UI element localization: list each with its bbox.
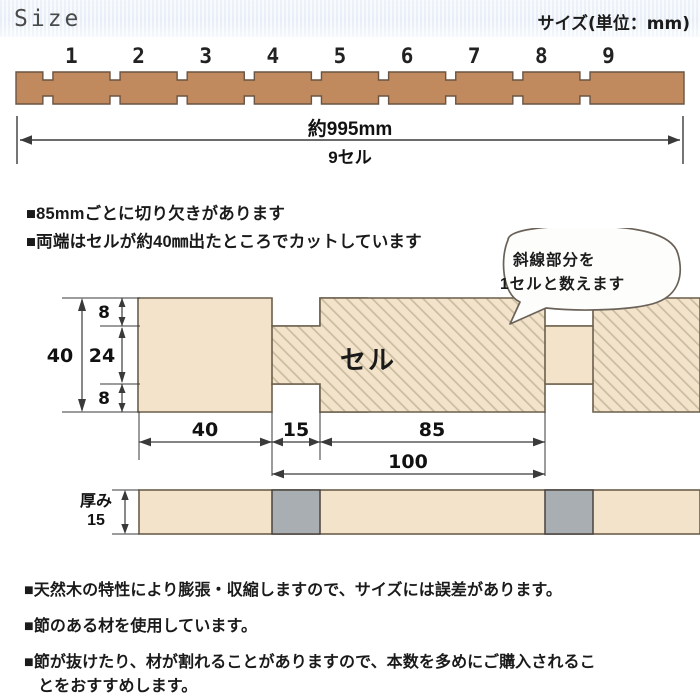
cell-number-2: 2 xyxy=(132,44,145,68)
plank-illustration xyxy=(15,71,685,105)
dim-total-height: 40 xyxy=(47,345,73,367)
note-bottom-2: ■節のある材を使用しています。 xyxy=(24,618,258,635)
page-title: Size xyxy=(14,6,82,32)
plank-shape xyxy=(15,71,685,105)
cell-area-label: セル xyxy=(340,345,397,375)
dim-total-pitch: 100 xyxy=(388,451,428,473)
cell-number-7: 7 xyxy=(467,44,481,68)
overall-cells-label: 9セル xyxy=(328,148,372,167)
note-upper-2: ■両端はセルが約40㎜出たところでカットしています xyxy=(26,233,422,251)
dim-notch-width: 15 xyxy=(283,419,309,441)
cell-number-6: 6 xyxy=(400,44,414,68)
page-header: Size サイズ(単位：mm) xyxy=(0,0,700,38)
thickness-value: 15 xyxy=(87,512,105,529)
dim-cell-pitch: 85 xyxy=(419,419,445,441)
cell-number-5: 5 xyxy=(333,44,347,68)
callout-line-1: 斜線部分を xyxy=(513,252,596,269)
cross-section-diagram: 40 8 24 8 40 15 85 100 xyxy=(47,297,700,479)
cell-number-1: 1 xyxy=(65,44,78,68)
thickness-text: 厚み xyxy=(79,493,112,510)
dim-end-length: 40 xyxy=(192,419,218,441)
cell-number-8: 8 xyxy=(535,44,548,68)
cell-number-3: 3 xyxy=(199,44,212,68)
unit-note: サイズ(単位：mm) xyxy=(537,14,690,34)
dim-top-notch: 8 xyxy=(98,303,110,323)
thickness-label: 厚み 15 xyxy=(70,492,122,530)
overall-dimension xyxy=(16,116,684,164)
dim-bottom-notch: 8 xyxy=(98,389,110,409)
callout-line-2: 1セルと数えます xyxy=(500,276,626,293)
callout-bubble xyxy=(502,228,682,325)
dim-middle-height: 24 xyxy=(89,345,115,367)
overall-length-label: 約995mm xyxy=(307,119,393,140)
cell-number-9: 9 xyxy=(602,44,615,68)
note-bottom-3: ■節が抜けたり、材が割れることがありますので、本数を多めにご購入されるこ xyxy=(24,654,596,671)
thickness-diagram xyxy=(112,489,700,535)
note-bottom-1: ■天然木の特性により膨張・収縮しますので、サイズには誤差があります。 xyxy=(24,582,563,599)
note-upper-1: ■85mmごとに切り欠きがあります xyxy=(26,205,286,223)
note-bottom-4: とをおすすめします。 xyxy=(38,678,198,695)
cell-number-4: 4 xyxy=(266,44,280,68)
